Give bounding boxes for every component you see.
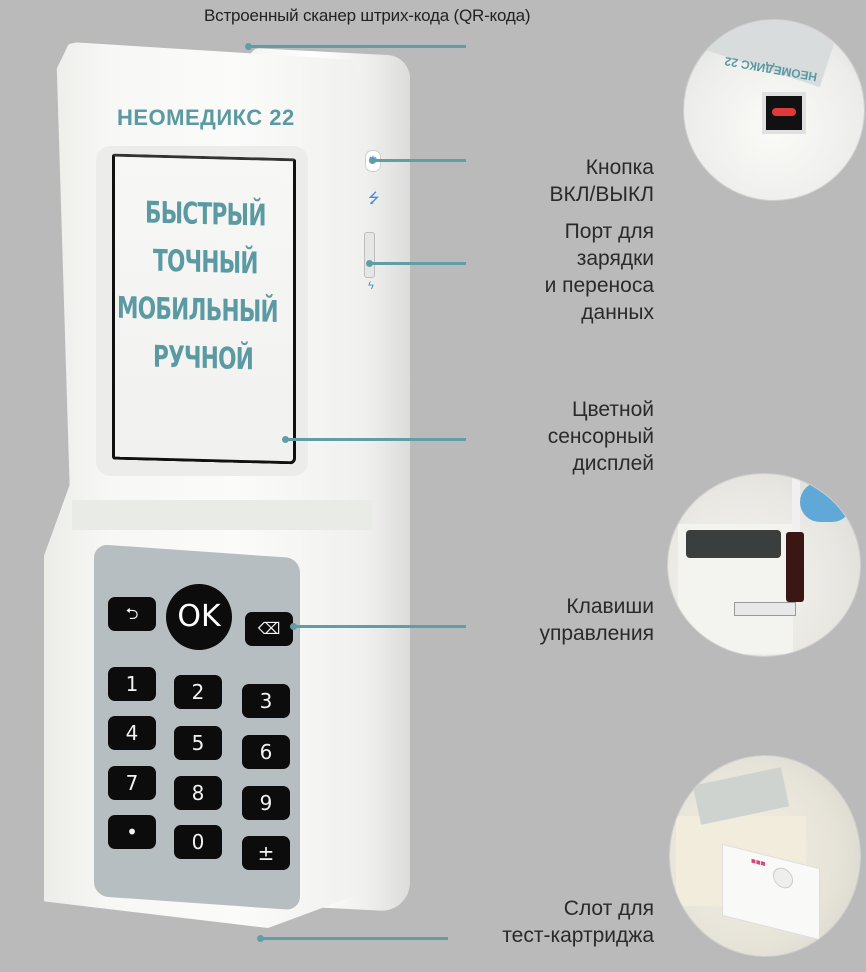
key-7[interactable]: 7 (108, 766, 156, 800)
back-key[interactable]: ⮌ (108, 597, 156, 631)
scanner-callout-label: Встроенный сканер штрих-кода (QR-кода) (204, 6, 531, 25)
glove (800, 482, 852, 522)
key-dot[interactable]: • (108, 815, 156, 849)
display-callout-label: Цветной сенсорный дисплей (547, 398, 654, 475)
device-band (72, 500, 372, 530)
ok-key[interactable]: OK (166, 584, 232, 650)
key-4[interactable]: 4 (108, 716, 156, 750)
cartridge-label: ■■■ (751, 856, 766, 869)
screen-line-mobile: МОБИЛЬНЫЙ (117, 290, 278, 330)
syringe-plunger (792, 474, 800, 534)
syringe-blood (786, 532, 804, 602)
screen-line-fast: БЫСТРЫЙ (145, 195, 266, 234)
device-brand: НЕОМЕДИКС 22 (117, 105, 295, 130)
key-9[interactable]: 9 (242, 786, 290, 820)
key-2[interactable]: 2 (174, 675, 222, 709)
power-callout-line (372, 159, 466, 162)
cartridge-slot-photo: ■■■ (670, 756, 860, 956)
key-6[interactable]: 6 (242, 735, 290, 769)
sample-loading-photo (668, 474, 860, 656)
device-screen: БЫСТРЫЙ ТОЧНЫЙ МОБИЛЬНЫЙ РУЧНОЙ (112, 153, 296, 465)
screen-line-handheld: РУЧНОЙ (153, 339, 254, 378)
slot-callout-line (260, 937, 448, 940)
slot-callout-label: Слот для тест-картриджа (502, 897, 654, 947)
charge-icon: ϟ (368, 280, 374, 292)
keys-callout-line (293, 625, 466, 628)
key-3[interactable]: 3 (242, 684, 290, 718)
key-8[interactable]: 8 (174, 776, 222, 810)
screen-line-accurate: ТОЧНЫЙ (153, 243, 258, 282)
scanner-photo: НЕОМЕДИКС 22 (684, 20, 864, 200)
usb-icon: ⭍ (368, 190, 380, 206)
scanner-laser (772, 108, 796, 116)
port-callout-line (369, 262, 466, 265)
port-callout-label: Порт для зарядки и переноса данных (544, 220, 654, 324)
power-button-callout-label: Кнопка ВКЛ/ВЫКЛ (549, 156, 654, 206)
key-5[interactable]: 5 (174, 726, 222, 760)
key-plus-minus[interactable]: ± (242, 836, 290, 870)
key-1[interactable]: 1 (108, 667, 156, 701)
delete-key[interactable]: ⌫ (245, 612, 293, 646)
scanner-callout-line (248, 45, 466, 48)
display-callout-line (285, 438, 466, 441)
photo-cartridge (734, 602, 796, 616)
photo-keypad (686, 530, 781, 558)
usb-port (364, 232, 375, 278)
cartridge-well (773, 865, 793, 891)
key-0[interactable]: 0 (174, 825, 222, 859)
scanner-window (762, 92, 806, 134)
keys-callout-label: Клавиши управления (539, 595, 654, 645)
